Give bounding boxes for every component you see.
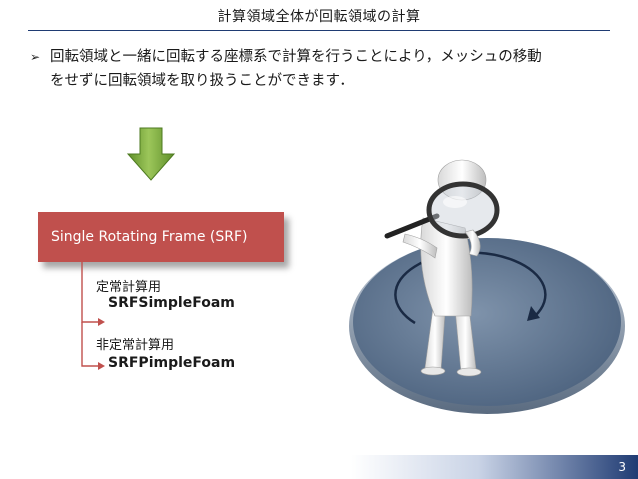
bullet-line-2: をせずに回転領域を取り扱うことができます．: [50, 69, 615, 93]
srf-label: Single Rotating Frame (SRF): [51, 229, 247, 245]
transient-solver: SRFPimpleFoam: [108, 355, 235, 371]
steady-solver: SRFSimpleFoam: [108, 295, 235, 311]
green-down-arrow-icon: [126, 126, 176, 182]
transient-label: 非定常計算用: [96, 334, 174, 353]
figure-with-magnifier-icon: [345, 158, 630, 418]
bullet-paragraph: ➢ 回転領域と一緒に回転する座標系で計算を行うことにより，メッシュの移動 をせず…: [30, 45, 615, 93]
footer-bar: [0, 455, 638, 479]
page-number: 3: [618, 460, 626, 474]
title-divider: [28, 30, 610, 31]
slide-title: 計算領域全体が回転領域の計算: [0, 6, 638, 26]
bullet-arrow-icon: ➢: [30, 45, 40, 69]
bullet-line-1: 回転領域と一緒に回転する座標系で計算を行うことにより，メッシュの移動: [50, 45, 615, 69]
steady-label: 定常計算用: [96, 276, 161, 295]
srf-box: Single Rotating Frame (SRF): [38, 212, 284, 262]
